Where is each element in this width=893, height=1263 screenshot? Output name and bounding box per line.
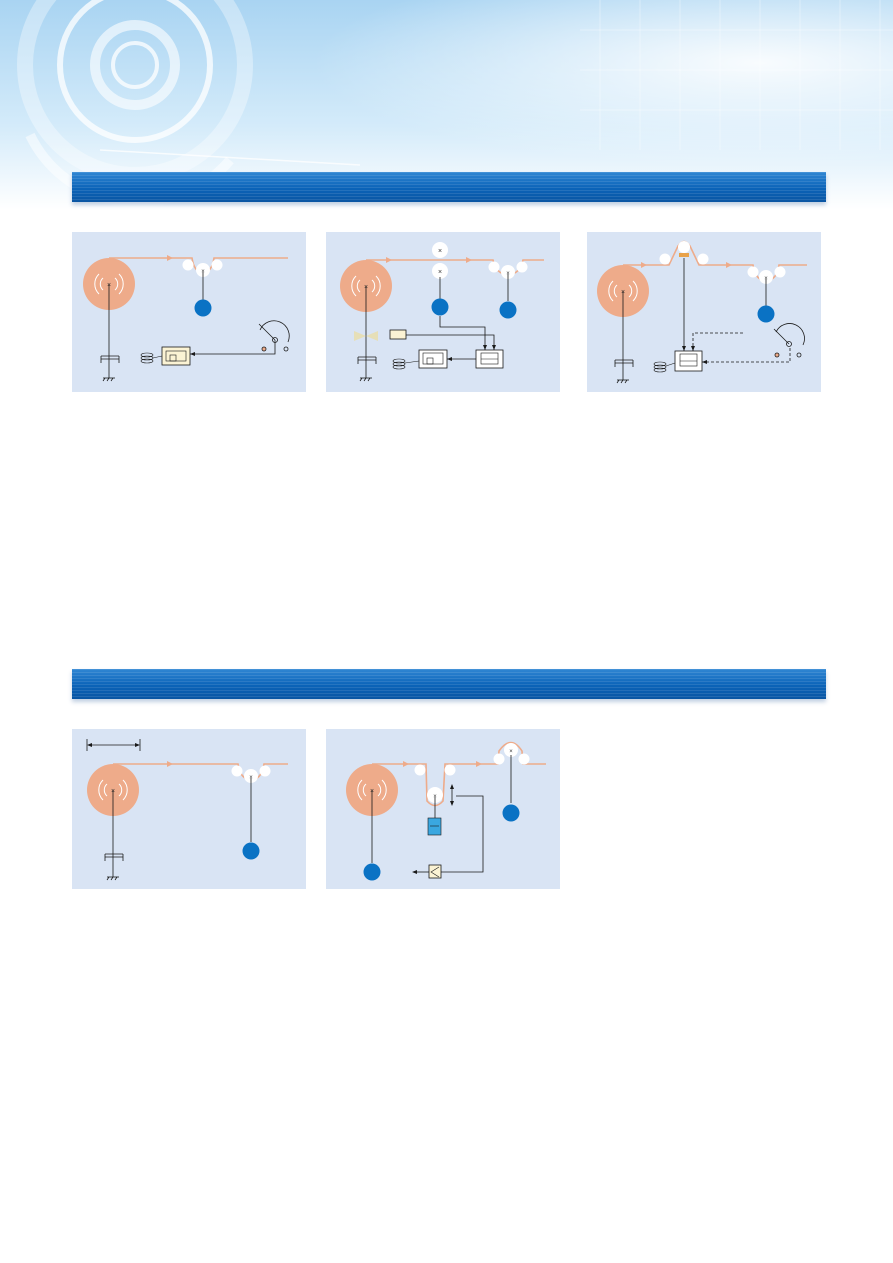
dancer-roller-icon: × xyxy=(414,764,456,819)
diagram-panel-4: × × xyxy=(72,729,306,889)
sensor-icon xyxy=(389,329,407,340)
coil-spring-icon xyxy=(140,352,163,364)
controller-icon xyxy=(161,346,191,366)
controller-icon xyxy=(418,349,504,369)
web-arrow-icon xyxy=(386,257,392,263)
signal-arrow-icon xyxy=(412,870,417,874)
motor-icon xyxy=(431,298,449,316)
motor-icon xyxy=(363,863,381,881)
load-cell-icon xyxy=(679,253,689,257)
tension-roller-icon xyxy=(659,241,709,265)
feedback-lines xyxy=(414,795,484,873)
motor-icon xyxy=(194,299,212,317)
signal-arrow-icon xyxy=(682,346,707,364)
cylinder-icon xyxy=(427,817,442,836)
stroke-arrow-icon xyxy=(450,784,454,806)
dancer-roller-icon: × xyxy=(747,266,786,306)
valve-icon xyxy=(354,331,378,341)
diagram-panel-2: × × × × xyxy=(326,232,560,392)
unwind-roll-icon: × xyxy=(346,764,398,863)
dial-gauge-icon xyxy=(773,323,805,358)
dancer-roller-icon: × xyxy=(231,765,271,842)
motor-icon xyxy=(757,305,775,323)
brake-icon xyxy=(104,790,124,881)
dancer-roller-icon: × xyxy=(182,259,223,301)
signal-arrow-icon xyxy=(447,345,496,361)
diagram-panel-5: × × × xyxy=(326,729,560,889)
web-arrow-icon xyxy=(167,255,173,261)
web-path xyxy=(372,741,546,807)
controller-icon xyxy=(674,350,703,372)
grid-decoration xyxy=(580,0,893,150)
signal-line xyxy=(190,340,276,355)
section-1-header-bar xyxy=(72,172,826,202)
web-arrow-icon xyxy=(476,761,482,767)
web-arrow-icon xyxy=(641,262,647,268)
motor-icon xyxy=(499,301,517,319)
coil-spring-icon xyxy=(392,358,420,370)
brake-icon xyxy=(100,284,120,382)
web-arrow-icon xyxy=(466,257,472,263)
web-arrow-icon xyxy=(167,761,173,767)
web-arrow-icon xyxy=(403,761,409,767)
dancer-roller-icon: × xyxy=(493,743,530,803)
diagram-panel-3: × × xyxy=(587,232,821,392)
svg-text:×: × xyxy=(438,269,442,276)
motor-icon xyxy=(242,842,260,860)
coil-spring-icon xyxy=(653,361,676,373)
dimension-arrow-icon xyxy=(86,739,141,751)
signal-arrow-icon xyxy=(190,352,195,356)
signal-lines xyxy=(683,258,791,363)
section-2-header-bar xyxy=(72,669,826,699)
measuring-roller-icon: × × xyxy=(432,242,448,300)
dancer-roller-icon: × xyxy=(488,261,528,301)
svg-text:×: × xyxy=(438,248,442,255)
brake-icon xyxy=(357,286,377,382)
dial-gauge-icon xyxy=(258,320,290,352)
amplifier-icon xyxy=(428,864,442,879)
svg-text:×: × xyxy=(509,749,513,755)
web-arrow-icon xyxy=(726,262,732,268)
brake-icon xyxy=(614,291,634,384)
motor-icon xyxy=(502,804,520,822)
diagram-panel-1: × × xyxy=(72,232,306,392)
